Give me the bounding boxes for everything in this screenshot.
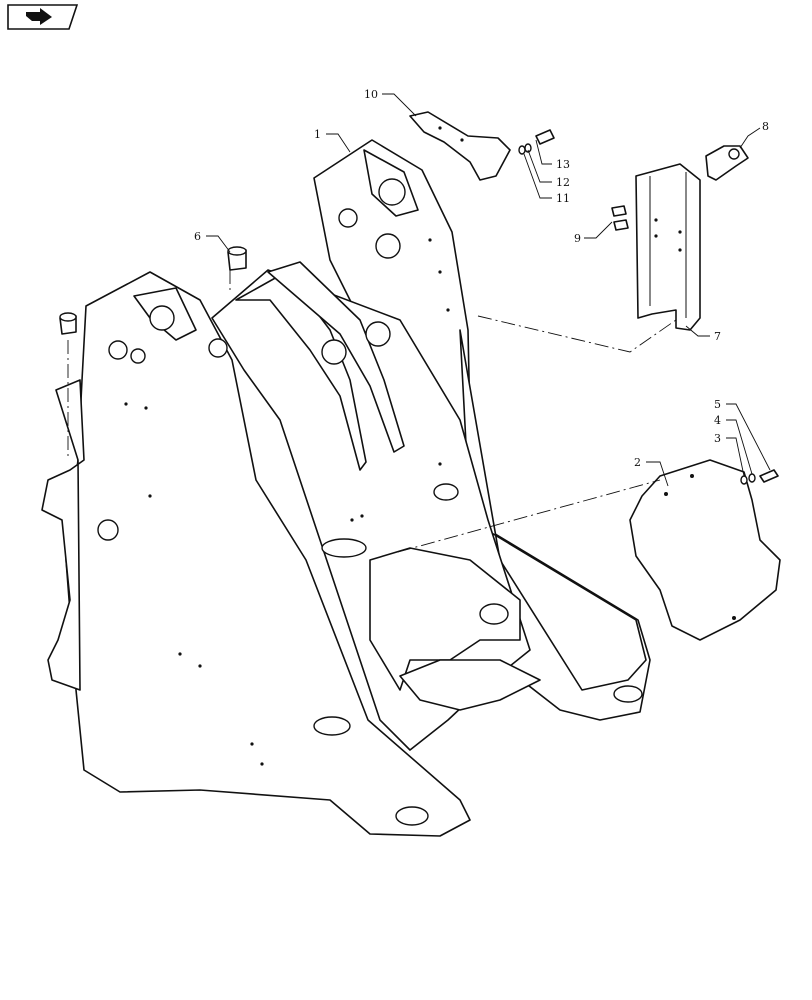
cover-fasteners [740, 469, 779, 485]
callout-6: 6 [194, 230, 201, 243]
callout-1: 1 [314, 128, 321, 141]
next-page-arrow-icon [7, 4, 79, 30]
guard-screws [518, 129, 555, 155]
callout-7: 7 [714, 330, 721, 343]
callout-5: 5 [714, 398, 721, 411]
bracket [635, 163, 701, 331]
bushings [59, 246, 247, 335]
pin [705, 145, 749, 181]
bracket-bolts [611, 205, 629, 231]
callout-9: 9 [574, 232, 581, 245]
callout-2: 2 [634, 456, 641, 469]
callout-11: 11 [556, 192, 570, 205]
callout-8: 8 [762, 120, 769, 133]
callout-12: 12 [556, 176, 570, 189]
next-page-button[interactable] [6, 4, 79, 30]
callout-leaders [206, 93, 771, 487]
assembly-lines [67, 270, 677, 553]
callout-13: 13 [556, 158, 570, 171]
callout-3: 3 [714, 432, 721, 445]
loader-frame [41, 139, 651, 837]
callout-4: 4 [714, 414, 721, 427]
cover-plate [629, 459, 781, 641]
callout-10: 10 [364, 88, 378, 101]
guard [409, 111, 511, 181]
